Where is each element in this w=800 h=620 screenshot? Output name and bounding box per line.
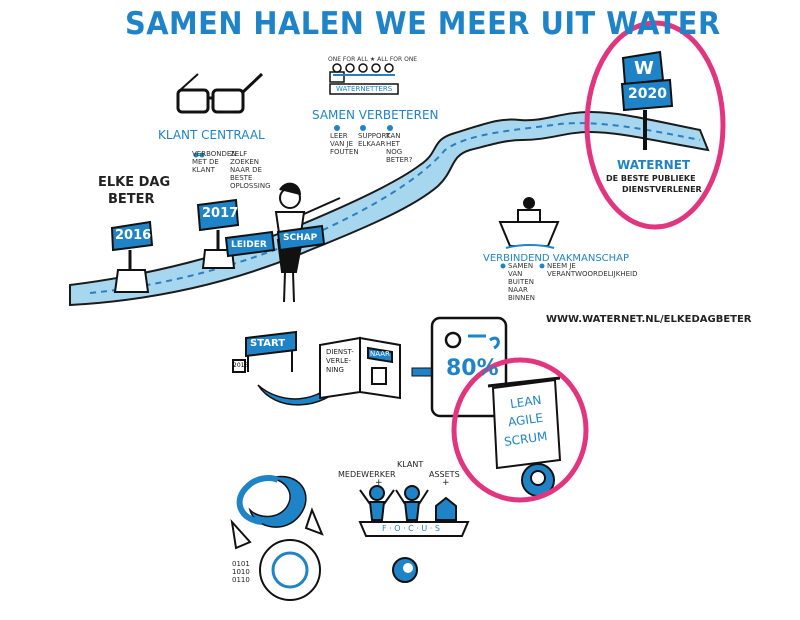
- phone-percentage: 80%: [446, 356, 499, 381]
- klant-note-2: ZELF ZOEKEN NAAR DE BESTE OPLOSSING: [230, 150, 271, 190]
- verbindend-note-1: SAMEN VAN BUITEN NAAR BINNEN: [508, 262, 535, 302]
- focus-medewerker: MEDEWERKER: [338, 470, 396, 479]
- waternet-w-logo: W: [634, 58, 654, 79]
- elke-dag-label-1: ELKE DAG: [98, 175, 171, 190]
- highlight-circle-scrum: [451, 357, 589, 503]
- elke-dag-label-2: BETER: [108, 192, 155, 207]
- focus-assets: ASSETS: [429, 470, 460, 479]
- focus-people: [358, 485, 470, 583]
- schap-label: SCHAP: [283, 233, 318, 243]
- verbindend-label: VERBINDEND VAKMANSCHAP: [483, 253, 630, 264]
- focus-plus-1: +: [375, 478, 383, 488]
- verbindend-note-2: NEEM JE VERANTWOORDELIJKHEID: [547, 262, 638, 278]
- book-icon: [319, 336, 401, 400]
- leiderschap-banner: [224, 224, 326, 258]
- focus-plus-2: +: [442, 478, 450, 488]
- year-2020: 2020: [628, 86, 667, 102]
- boat-icon: [498, 197, 560, 249]
- focus-klant: KLANT: [397, 460, 424, 469]
- klant-note-1: VERBONDEN MET DE KLANT: [192, 150, 237, 174]
- focus-pedestal-text: F · O · C · U · S: [382, 524, 440, 533]
- sign-2016: [110, 220, 154, 293]
- phone-icon: [430, 316, 508, 418]
- website-url: WWW.WATERNET.NL/ELKEDAGBETER: [546, 314, 752, 325]
- year-2016: 2016: [115, 228, 152, 243]
- samen-note-3: KAN HET NOG BETER?: [386, 132, 413, 164]
- heart-icons: [193, 125, 545, 269]
- waternet-name: WATERNET: [617, 158, 691, 172]
- cycle-icon: [230, 475, 324, 601]
- book-right-text: NAAR: [370, 350, 390, 358]
- highlight-circle-goal: [584, 20, 726, 230]
- one-for-all-label: ONE FOR ALL ★ ALL FOR ONE: [328, 56, 418, 63]
- sign-2017: [196, 198, 240, 269]
- start-gate: [232, 330, 297, 373]
- klant-centraal-label: KLANT CENTRAAL: [158, 128, 265, 142]
- samen-note-2: SUPPORT ELKAAR: [358, 132, 391, 148]
- year-2017: 2017: [202, 206, 239, 221]
- sign-2020: [620, 50, 674, 150]
- waternetters-banner: WATERNETTERS: [336, 85, 393, 93]
- waternet-tagline-1: DE BESTE PUBLIEKE: [606, 174, 696, 183]
- glasses-icon: [176, 72, 264, 114]
- waternet-tagline-2: DIENSTVERLENER: [622, 185, 702, 194]
- book-left-text: DIENST-VERLE-NING: [326, 348, 354, 374]
- samen-note-1: LEER VAN JE FOUTEN: [330, 132, 359, 156]
- crowd-icon: [329, 63, 399, 95]
- page-title: SAMEN HALEN WE MEER UIT WATER: [125, 6, 721, 42]
- binary-text: 0101 1010 0110: [232, 560, 250, 584]
- samen-verbeteren-label: SAMEN VERBETEREN: [312, 108, 439, 122]
- scroll-icon: [487, 376, 562, 497]
- leider-label: LEIDER: [231, 240, 267, 250]
- start-small-year: 2016: [233, 362, 249, 369]
- start-label: START: [250, 338, 286, 349]
